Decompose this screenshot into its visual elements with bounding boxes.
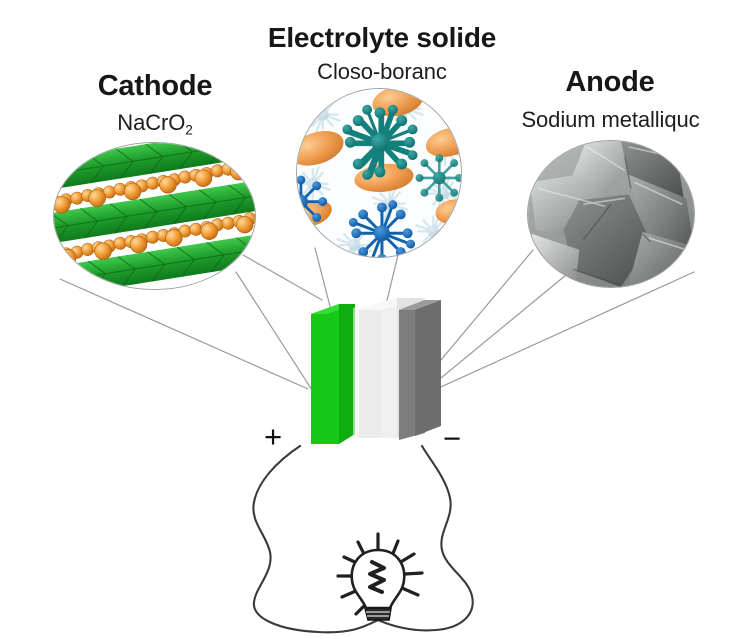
nacro2-layered-structure-art [54,143,255,289]
battery-cell-art [311,298,441,444]
anode-heading: Anode [565,66,655,98]
battery-cell [295,288,455,448]
electrolyte-callout-circle [296,88,462,258]
anode-callout-circle [527,140,695,288]
cathode-callout-circle [53,142,256,290]
cell-anode-layer [399,300,441,440]
closo-borane-cluster-art [297,89,461,257]
positive-terminal-label: + [263,419,283,454]
external-circuit [232,440,522,639]
leader-line-cathode-top [242,254,323,301]
cathode-heading: Cathode [97,70,213,102]
electrolyte-subtitle: Closo-boranc [317,59,447,84]
bulb-base [363,607,392,621]
leader-line-cathode-mid [235,271,313,391]
leader-line-anode-bottom [431,271,695,392]
anode-subtitle: Sodium metalliquc [521,107,700,132]
light-bulb [336,532,424,621]
cathode-subtitle: NaCrO2 [30,110,280,137]
negative-terminal-label: − [442,421,462,456]
electrolyte-heading: Electrolyte solide [267,22,497,53]
bulb-base-threads [366,611,390,617]
leader-line-anode-mid [423,274,567,393]
cell-cathode-layer [311,304,355,444]
cathode-formula-subscript: 2 [185,122,193,138]
leader-line-cathode-bottom [59,278,309,390]
cathode-formula-base: NaCrO [117,110,186,135]
bulb-filament [368,560,386,594]
sodium-metal-chunks-photo-art [528,141,694,287]
circuit-art [252,444,474,634]
